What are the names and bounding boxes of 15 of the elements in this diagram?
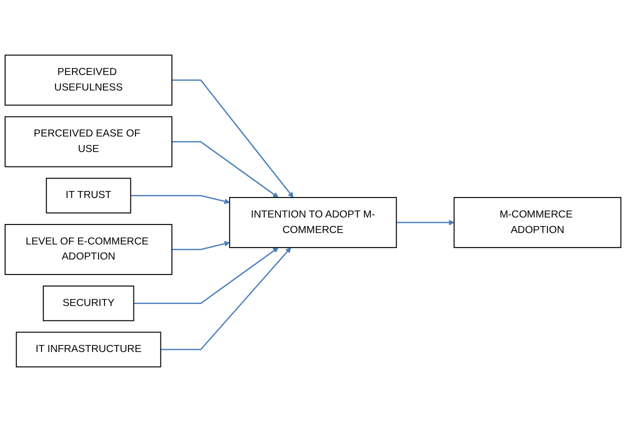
arrow — [172, 80, 294, 198]
node-box: SECURITY — [42, 286, 134, 322]
node-box: PERCEIVED USEFULNESS — [4, 54, 172, 106]
node-box: M-COMMERCE ADOPTION — [454, 197, 622, 248]
node-box: IT INFRASTRUCTURE — [16, 332, 162, 368]
arrow — [172, 241, 230, 250]
arrow — [396, 220, 454, 226]
node-box: LEVEL OF E-COMMERCE ADOPTION — [4, 224, 172, 275]
node-box: INTENTION TO ADOPT M-COMMERCE — [229, 197, 397, 248]
arrow — [130, 194, 230, 204]
node-box: PERCEIVED EASE OF USE — [4, 116, 172, 168]
arrow — [134, 247, 279, 304]
node-box: IT TRUST — [46, 178, 132, 214]
arrow — [160, 247, 292, 350]
arrow — [172, 141, 279, 198]
